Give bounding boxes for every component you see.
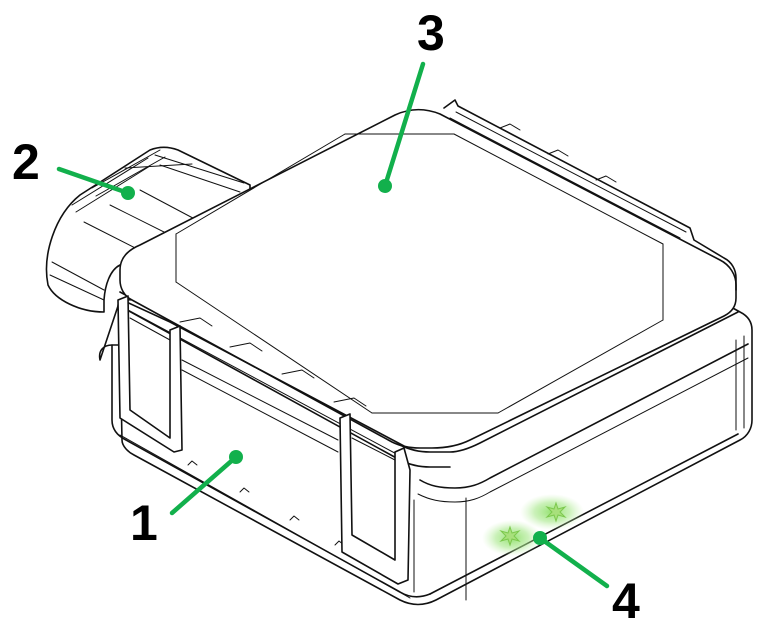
callout-number-2: 2: [12, 134, 40, 190]
led-indicators: [482, 494, 584, 556]
rear-rail-drawing: [443, 99, 737, 291]
leader-1: [169, 450, 243, 516]
leader-2: [56, 166, 135, 200]
callout-number-4: 4: [612, 573, 640, 629]
front-latch-drawing: [117, 295, 411, 585]
top-cover-drawing: [119, 108, 737, 449]
led-star-icon: [545, 501, 567, 523]
leader-4: [533, 531, 610, 589]
callout-number-3: 3: [417, 5, 445, 61]
led-star-icon: [499, 525, 521, 547]
callout-number-1: 1: [130, 495, 158, 551]
leader-3: [378, 61, 426, 193]
callout-leaders: [56, 61, 610, 589]
